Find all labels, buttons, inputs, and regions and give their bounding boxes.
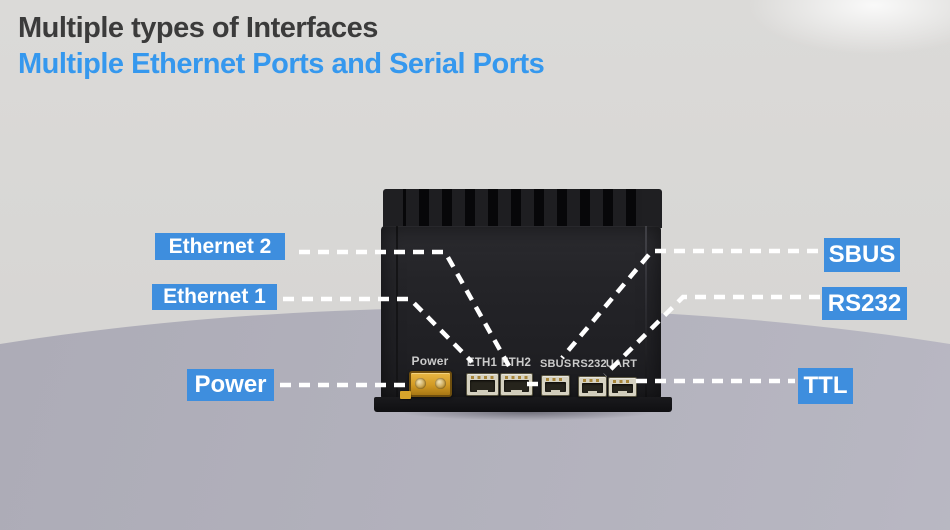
page-title: Multiple types of Interfaces <box>18 12 378 44</box>
connector-pins-icon <box>613 380 632 383</box>
device-base-plate <box>374 397 672 412</box>
connector-slot <box>612 384 633 393</box>
connector-slot <box>545 382 566 392</box>
power-pin-icon <box>435 378 446 389</box>
power-port-label: Power <box>411 354 449 368</box>
connector-pins-icon <box>583 379 602 382</box>
callout-rs232: RS232 <box>822 287 907 320</box>
uart-connector <box>608 377 637 397</box>
power-connector <box>409 371 452 397</box>
rs232-connector <box>578 376 607 397</box>
connector-slot <box>582 383 603 393</box>
callout-sbus: SBUS <box>824 238 900 272</box>
sbus-port-label: SBUS <box>540 358 572 370</box>
uart-port-label: UART <box>605 358 638 370</box>
sbus-connector <box>541 375 570 396</box>
connector-slot <box>470 380 495 392</box>
callout-ethernet1: Ethernet 1 <box>152 284 277 310</box>
eth1-connector <box>466 373 499 396</box>
connector-tab <box>617 391 628 395</box>
callout-power: Power <box>187 369 274 401</box>
power-connector-tab <box>400 391 411 399</box>
rs232-port-label: RS232 <box>572 358 607 370</box>
connector-tab <box>550 390 561 394</box>
connector-pins-icon <box>546 378 565 381</box>
connector-pins-icon <box>505 376 528 379</box>
eth2-port-label: ETH2 <box>500 357 532 369</box>
eth1-port-label: ETH1 <box>466 357 498 369</box>
connector-tab <box>476 390 489 394</box>
heatsink-fins <box>383 189 662 228</box>
connector-pins-icon <box>471 376 494 379</box>
connector-tab <box>587 391 598 395</box>
callout-ethernet2: Ethernet 2 <box>155 233 285 260</box>
connector-tab <box>510 390 523 394</box>
page-subtitle: Multiple Ethernet Ports and Serial Ports <box>18 48 545 80</box>
connector-slot <box>504 380 529 392</box>
eth2-connector <box>500 373 533 396</box>
power-pin-icon <box>415 378 426 389</box>
callout-ttl: TTL <box>798 368 853 404</box>
